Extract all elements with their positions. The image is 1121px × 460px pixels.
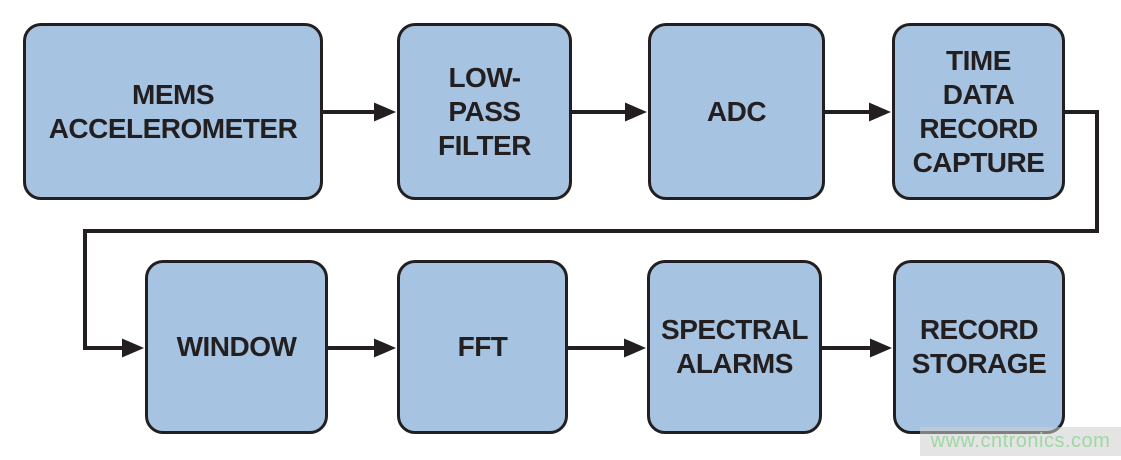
block-window: WINDOW [145, 260, 328, 434]
block-fft: FFT [397, 260, 568, 434]
block-low-pass-filter: LOW- PASS FILTER [397, 23, 572, 200]
block-spectral-alarms: SPECTRAL ALARMS [647, 260, 822, 434]
block-adc-label: ADC [706, 95, 767, 127]
block-mems-accelerometer: MEMS ACCELEROMETER [23, 23, 323, 200]
arrow-window-to-fft [326, 338, 396, 358]
arrow-mems-to-low-pass-filter [321, 102, 396, 122]
block-window-label: WINDOW [176, 331, 297, 362]
arrow-low-pass-filter-to-adc [570, 102, 647, 122]
block-time-data-record-capture: TIME DATA RECORD CAPTURE [892, 23, 1065, 200]
block-record-storage-label: RECORD STORAGE [911, 314, 1047, 379]
arrow-fft-to-spectral-alarms [566, 338, 646, 358]
arrow-spectral-alarms-to-record-storage [820, 338, 892, 358]
block-record-storage: RECORD STORAGE [893, 260, 1065, 434]
block-time-data-record-capture-label: TIME DATA RECORD CAPTURE [912, 44, 1045, 178]
watermark-band: www.cntronics.com [920, 427, 1121, 456]
arrow-adc-to-time-data-record-capture [823, 102, 891, 122]
watermark-text: www.cntronics.com [930, 430, 1111, 452]
block-fft-label: FFT [457, 331, 508, 362]
block-mems-accelerometer-label: MEMS ACCELEROMETER [48, 78, 298, 144]
block-adc: ADC [648, 23, 825, 200]
block-low-pass-filter-label: LOW- PASS FILTER [438, 61, 531, 161]
block-spectral-alarms-label: SPECTRAL ALARMS [661, 314, 808, 379]
